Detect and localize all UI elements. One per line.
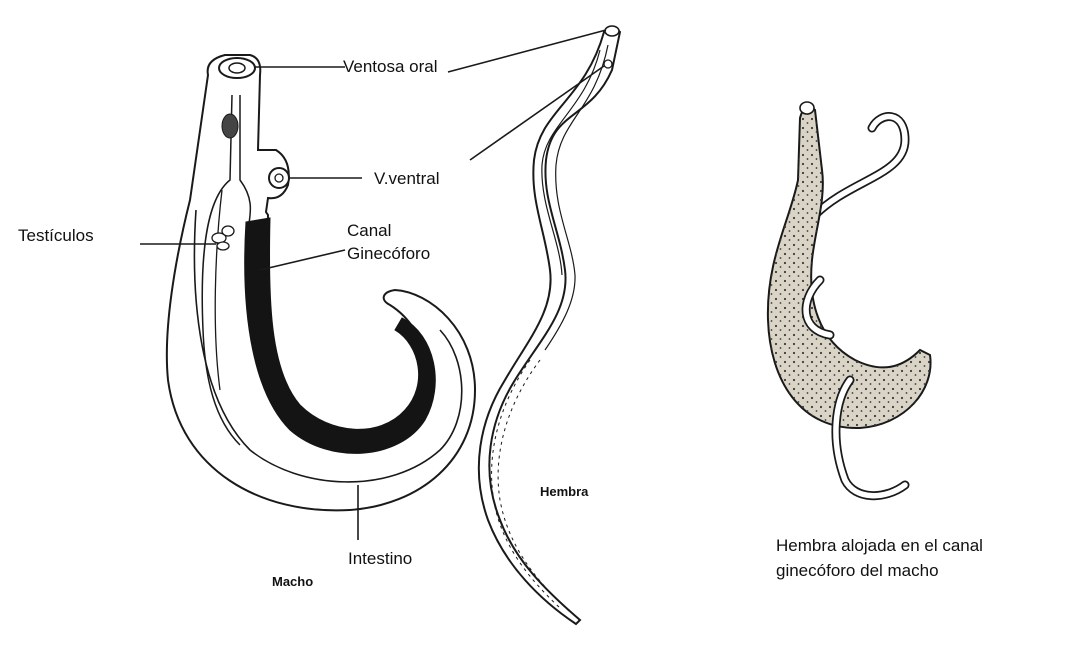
male-intestine-left (202, 95, 240, 445)
female-oral-sucker-icon (605, 26, 619, 36)
label-testiculos: Testículos (18, 226, 94, 245)
label-canal: Canal (347, 221, 391, 240)
leader-canal (260, 250, 345, 270)
caption-line-2: ginecóforo del macho (776, 561, 939, 580)
coupled-pair (768, 102, 931, 496)
coupled-oral-sucker-icon (800, 102, 814, 114)
label-macho: Macho (272, 574, 313, 589)
female-worm (479, 26, 620, 624)
testes-icon (212, 226, 234, 250)
esophagus-bulb (222, 114, 238, 138)
label-ventosa-oral: Ventosa oral (343, 57, 438, 76)
female-inner-line-2 (542, 50, 600, 275)
ventral-sucker-icon (269, 168, 289, 188)
caption-line-1: Hembra alojada en el canal (776, 536, 983, 555)
male-intestine-right (240, 95, 250, 230)
male-intestine-inner (215, 190, 222, 390)
label-ginecoforo: Ginecóforo (347, 244, 430, 263)
female-ventral-sucker-icon (604, 60, 612, 68)
label-intestino: Intestino (348, 549, 412, 568)
leader-female-oral (448, 30, 606, 72)
label-v-ventral: V.ventral (374, 169, 440, 188)
oral-sucker-icon (219, 58, 255, 78)
female-body-outline (479, 28, 620, 624)
label-hembra: Hembra (540, 484, 589, 499)
